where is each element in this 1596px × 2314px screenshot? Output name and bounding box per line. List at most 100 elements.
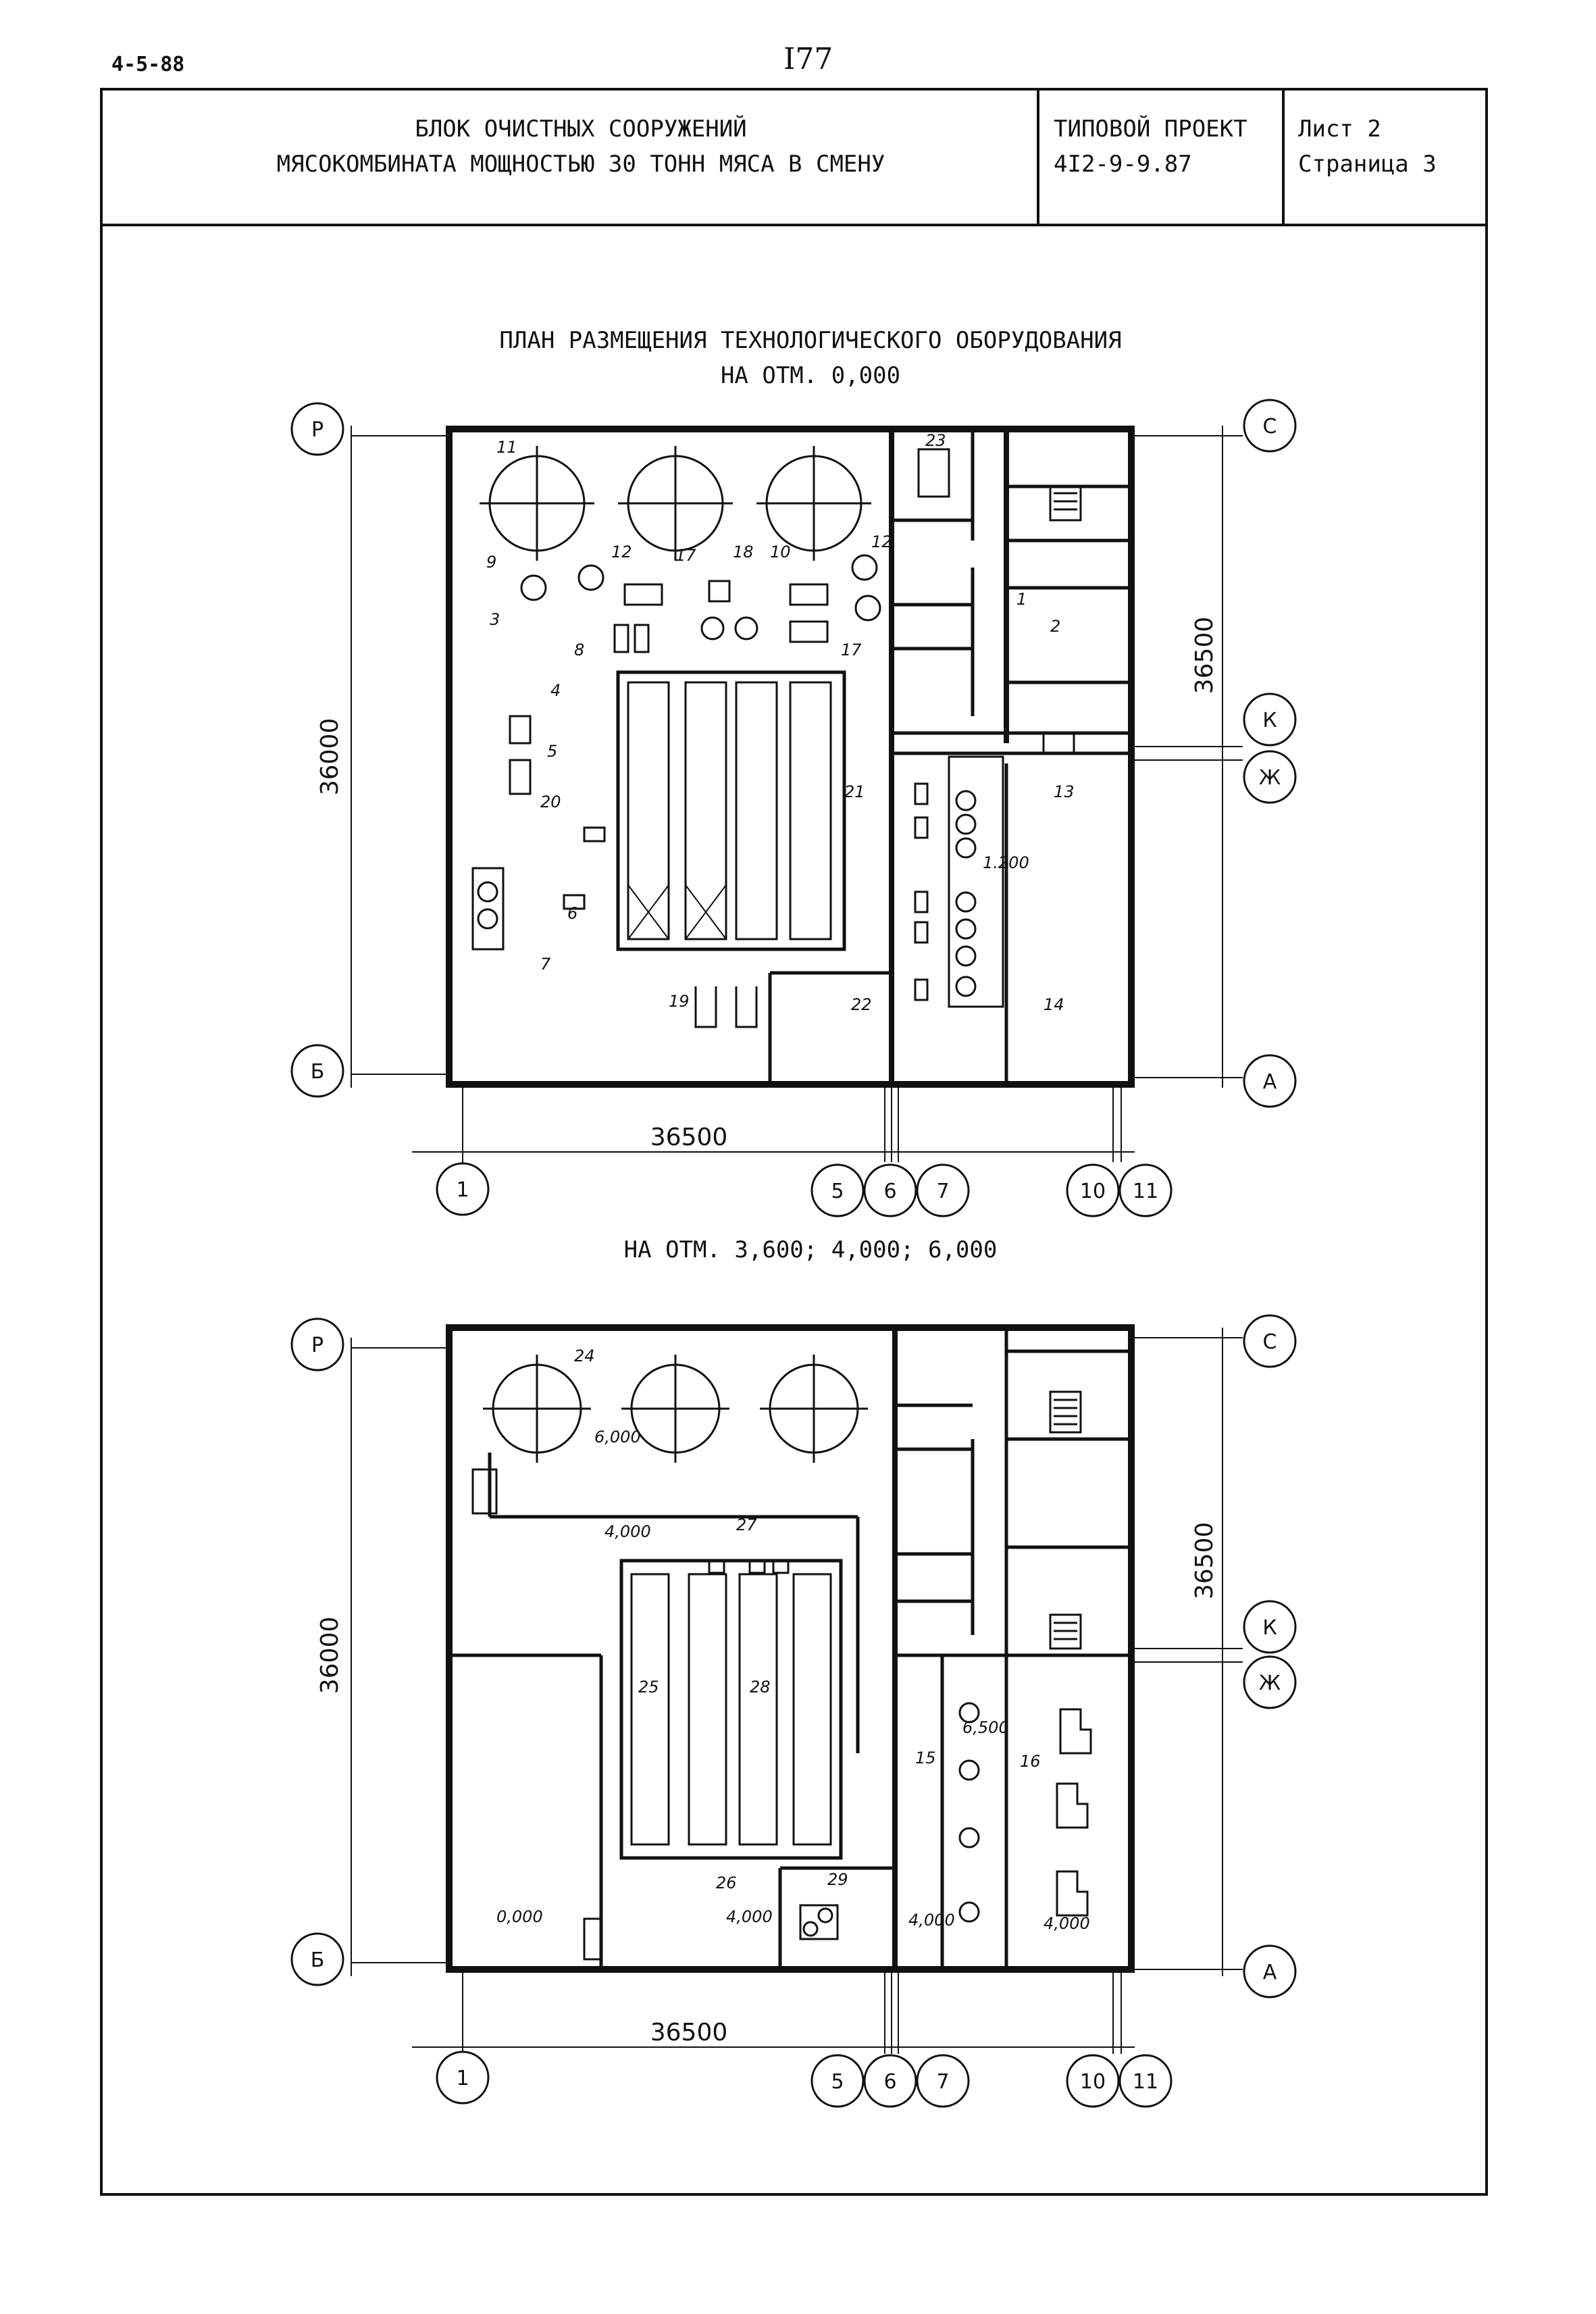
callout-label: 29 xyxy=(827,1870,848,1889)
upper-level-plan-title: НА ОТМ. 3,600; 4,000; 6,000 xyxy=(623,1236,998,1263)
callout-label: 23 xyxy=(925,431,946,450)
callout-label: 7 xyxy=(540,955,551,974)
title-block-divider xyxy=(1037,88,1039,226)
svg-text:1: 1 xyxy=(456,2067,469,2090)
settling-tank xyxy=(792,1573,832,1846)
callout-label: 25 xyxy=(638,1678,659,1696)
page-number: I77 xyxy=(783,42,833,76)
svg-text:Б: Б xyxy=(311,1948,325,1972)
settling-tank xyxy=(688,1573,727,1846)
svg-text:К: К xyxy=(1262,1616,1277,1640)
plan-ground-level xyxy=(351,426,1243,1176)
svg-text:10: 10 xyxy=(1080,2070,1106,2094)
callout-label: 9 xyxy=(486,553,496,572)
dimension-height-right: 36500 xyxy=(1191,617,1218,695)
svg-text:Р: Р xyxy=(311,1334,324,1357)
callout-label: 18 xyxy=(733,543,754,561)
callout-label: 20 xyxy=(540,793,561,811)
axis-marker-k: К xyxy=(1243,1600,1297,1654)
callout-label: 8 xyxy=(574,640,584,659)
settling-tank xyxy=(789,681,832,940)
svg-text:Ж: Ж xyxy=(1259,766,1281,790)
plan-title: ПЛАН РАЗМЕЩЕНИЯ ТЕХНОЛОГИЧЕСКОГО ОБОРУДО… xyxy=(405,323,1216,393)
callout-label: 4,000 xyxy=(726,1907,773,1926)
plan-title-line2: НА ОТМ. 0,000 xyxy=(720,362,901,389)
settling-tank xyxy=(735,681,778,940)
callout-label: 5 xyxy=(547,742,557,761)
callout-label: 10 xyxy=(770,543,791,561)
outer-wall xyxy=(446,1324,1135,1973)
callout-label: 2 xyxy=(1050,617,1060,636)
svg-text:7: 7 xyxy=(936,1180,949,1203)
settling-tank xyxy=(684,681,727,940)
axis-marker-1: 1 xyxy=(436,1162,490,1216)
callout-label: 1 xyxy=(1016,590,1027,609)
dimension-height-left: 36000 xyxy=(316,718,344,796)
callout-label: 4,000 xyxy=(1044,1914,1090,1933)
axis-marker-6: 6 xyxy=(863,1163,917,1217)
axis-marker-b: Б xyxy=(290,1932,344,1986)
callout-label: 6 xyxy=(567,904,577,923)
outer-wall xyxy=(446,426,1135,1088)
svg-text:С: С xyxy=(1263,1330,1277,1354)
callout-label: 4,000 xyxy=(908,1911,955,1930)
plan-upper-levels xyxy=(351,1324,1243,2061)
settling-tank-block xyxy=(619,1559,843,1860)
axis-marker-zh: Ж xyxy=(1243,750,1297,804)
callout-label: 6,500 xyxy=(962,1718,1009,1737)
dimension-width: 36500 xyxy=(650,2019,728,2046)
callout-label: 16 xyxy=(1020,1752,1041,1771)
callout-label: 17 xyxy=(675,546,696,565)
dimension-height-right: 36500 xyxy=(1191,1522,1218,1600)
callout-label: 12 xyxy=(871,532,892,551)
axis-marker-6: 6 xyxy=(863,2054,917,2108)
drawing-title: БЛОК ОЧИСТНЫХ СООРУЖЕНИЙ МЯСОКОМБИНАТА М… xyxy=(162,111,1000,182)
svg-text:С: С xyxy=(1263,415,1277,438)
svg-text:1: 1 xyxy=(456,1178,469,1202)
axis-marker-5: 5 xyxy=(810,1163,865,1217)
title-block xyxy=(100,88,1488,226)
callout-label: 3 xyxy=(490,610,500,629)
callout-label: 1.200 xyxy=(983,853,1029,872)
axis-marker-k: К xyxy=(1243,693,1297,747)
callout-label: 17 xyxy=(841,640,862,659)
drawing-frame xyxy=(100,88,1488,2196)
svg-text:10: 10 xyxy=(1080,1180,1106,1203)
dimension-width: 36500 xyxy=(650,1124,728,1151)
callout-label: 6,000 xyxy=(594,1428,641,1447)
page-label: Страница 3 xyxy=(1298,151,1437,178)
svg-text:Б: Б xyxy=(311,1060,325,1084)
axis-marker-1: 1 xyxy=(436,2051,490,2105)
axis-marker-11: 11 xyxy=(1118,2054,1173,2108)
project-info: ТИПОВОЙ ПРОЕКТ 4I2-9-9.87 xyxy=(1054,111,1277,182)
project-label: ТИПОВОЙ ПРОЕКТ xyxy=(1054,116,1247,143)
svg-text:А: А xyxy=(1263,1070,1277,1094)
callout-label: 19 xyxy=(669,992,690,1011)
svg-text:К: К xyxy=(1262,709,1277,732)
drawing-title-line1: БЛОК ОЧИСТНЫХ СООРУЖЕНИЙ xyxy=(415,116,747,143)
axis-marker-r: Р xyxy=(290,1317,344,1372)
plan-title-line1: ПЛАН РАЗМЕЩЕНИЯ ТЕХНОЛОГИЧЕСКОГО ОБОРУДО… xyxy=(499,327,1122,354)
svg-text:5: 5 xyxy=(831,1180,844,1203)
callout-label: 11 xyxy=(496,438,517,457)
axis-marker-s: С xyxy=(1243,399,1297,453)
svg-text:6: 6 xyxy=(883,1180,896,1203)
svg-text:А: А xyxy=(1263,1961,1277,1984)
svg-text:Р: Р xyxy=(311,418,324,442)
callout-label: 21 xyxy=(844,782,865,801)
settling-tank xyxy=(627,681,670,940)
sheet-number: Лист 2 xyxy=(1298,116,1381,143)
dimension-height-left: 36000 xyxy=(316,1617,344,1694)
axis-marker-11: 11 xyxy=(1118,1163,1173,1217)
drawing-title-line2: МЯСОКОМБИНАТА МОЩНОСТЬЮ 30 ТОНН МЯСА В С… xyxy=(276,151,885,178)
callout-label: 15 xyxy=(915,1749,936,1767)
callout-label: 28 xyxy=(750,1678,771,1696)
axis-marker-b: Б xyxy=(290,1044,344,1098)
title-block-divider xyxy=(1282,88,1285,226)
callout-label: 27 xyxy=(736,1515,757,1534)
callout-label: 12 xyxy=(611,543,632,561)
svg-text:11: 11 xyxy=(1133,1180,1158,1203)
settling-tank xyxy=(630,1573,670,1846)
sheet-info: Лист 2 Страница 3 xyxy=(1298,111,1481,182)
